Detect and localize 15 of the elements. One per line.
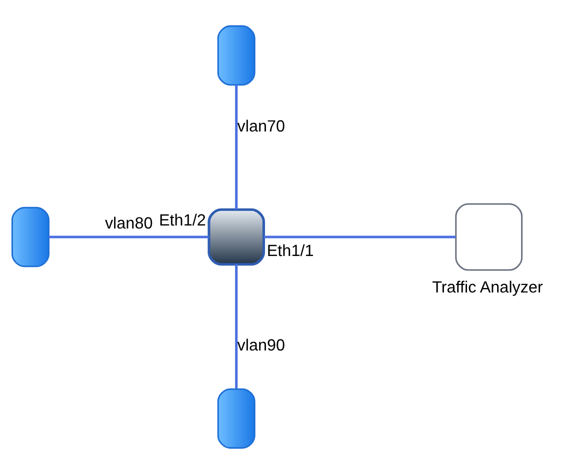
connector [235, 264, 238, 388]
node-box [455, 202, 523, 270]
label: Eth1/1 [266, 242, 314, 260]
edge-label: vlan70 [237, 116, 286, 135]
node-label: Traffic Analyzer [432, 278, 543, 296]
connector [48, 235, 209, 238]
node-server [217, 388, 256, 448]
connector [235, 84, 238, 209]
node-server [217, 24, 256, 86]
edge-label: vlan80 [104, 214, 153, 232]
edge-label: vlan90 [237, 336, 286, 354]
node-switch [208, 208, 265, 266]
node-server [11, 206, 50, 267]
connector [264, 235, 456, 238]
label: Eth1/2 [158, 211, 206, 230]
